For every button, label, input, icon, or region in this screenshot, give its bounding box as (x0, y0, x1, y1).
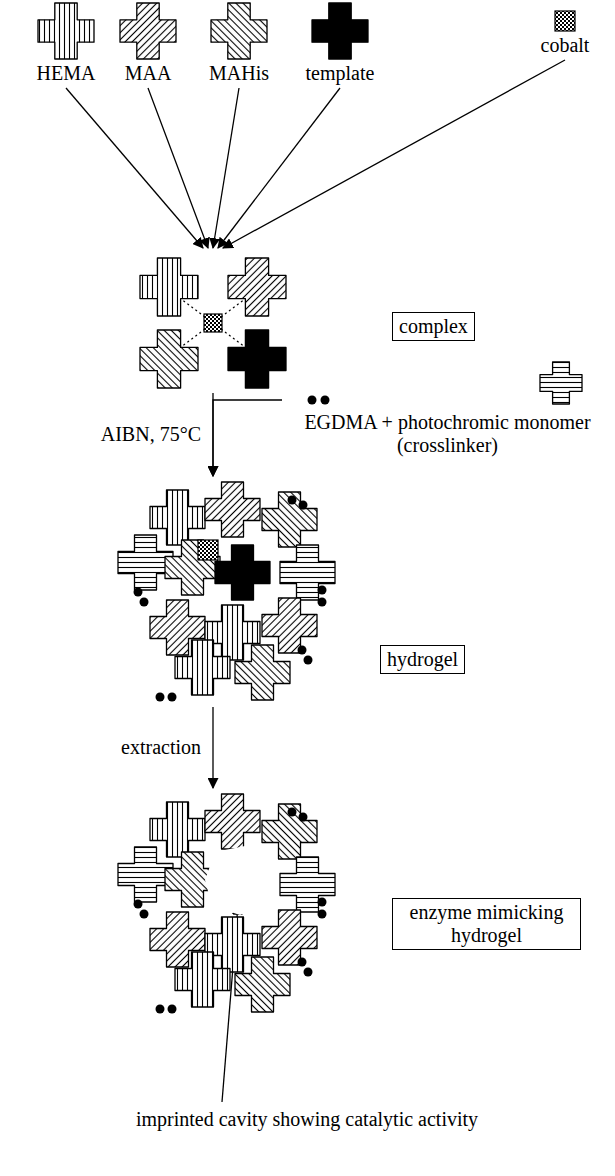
monomer-icon (311, 2, 369, 60)
crosslinker-dot (156, 1005, 165, 1014)
imprinted-cavity (205, 846, 272, 915)
stage-label-box: enzyme mimicking hydrogel (392, 898, 581, 950)
hema-unit (140, 258, 198, 316)
maa-unit (228, 258, 286, 316)
reaction-arrow (223, 60, 565, 248)
crosslinker-dot (298, 646, 307, 655)
reaction-arrow (66, 88, 203, 248)
maa-unit (205, 794, 260, 849)
stage-label-box: complex (392, 312, 475, 341)
cobalt-ion (204, 314, 222, 332)
hema-unit (150, 802, 205, 857)
hema-unit (175, 640, 230, 695)
monomer-icon (554, 10, 576, 32)
callout-label: imprinted cavity showing catalytic activ… (134, 1108, 480, 1131)
crosslinker-dot (134, 588, 143, 597)
crosslinker-dot (308, 396, 317, 405)
maa-unit (120, 3, 176, 59)
cobalt-node: cobalt (525, 0, 605, 57)
crosslinker-dot (288, 496, 297, 505)
crosslinker-dot (134, 900, 143, 909)
crosslinker-dot (168, 693, 177, 702)
cobalt-ion (555, 11, 575, 31)
reaction-arrow (213, 400, 282, 476)
reaction-arrow (218, 88, 340, 248)
monomer-node: MAA (112, 0, 184, 85)
reaction-arrow (213, 88, 239, 248)
crosslinker-dot (318, 898, 327, 907)
template-unit (215, 545, 270, 600)
crosslinker-dot (299, 501, 308, 510)
crosslinker-dot (318, 586, 327, 595)
reaction-arrow (148, 88, 208, 248)
hema-unit (38, 3, 94, 59)
stage-label: hydrogel (387, 648, 458, 671)
template-unit (312, 3, 368, 59)
monomer-label: MAHis (198, 62, 280, 85)
maa-unit (205, 482, 260, 537)
hema-unit (175, 952, 230, 1007)
monomer-icon (210, 2, 268, 60)
mahis-unit (235, 957, 290, 1012)
mahis-unit (262, 804, 317, 859)
crosslinker-dot (299, 813, 308, 822)
crosslinker-dot (304, 656, 313, 665)
stage-label: complex (399, 315, 468, 338)
crosslinker-node: EGDMA + photochromic monomer (crosslinke… (285, 365, 610, 457)
crosslinker-unit (280, 545, 335, 600)
monomer-label: cobalt (525, 34, 605, 57)
monomer-label: template (292, 62, 388, 85)
reaction-arrow (212, 707, 213, 788)
crosslinker-dot (321, 396, 330, 405)
crosslinker-dot (304, 968, 313, 977)
crosslinker-dot (168, 1005, 177, 1014)
crosslinker-dot (156, 693, 165, 702)
mahis-unit (211, 3, 267, 59)
crosslinker-unit (280, 857, 335, 912)
crosslinker-dot (318, 910, 327, 919)
monomer-label: HEMA (28, 62, 104, 85)
enzyme-hydrogel-node: enzyme mimicking hydrogel (110, 790, 590, 1018)
crosslinker-dot (288, 808, 297, 817)
monomer-node: HEMA (28, 0, 104, 85)
monomer-node: MAHis (198, 0, 280, 85)
mahis-unit (262, 492, 317, 547)
stage-label-box: hydrogel (380, 645, 465, 674)
mahis-unit (165, 540, 220, 595)
edge-label: extraction (119, 736, 203, 759)
complex-node: complex (130, 250, 479, 390)
mahis-unit (140, 330, 198, 388)
monomer-icon (37, 2, 95, 60)
crosslinker-unit (540, 362, 582, 404)
monomer-icon (119, 2, 177, 60)
crosslinker-dot (140, 910, 149, 919)
hydrogel-node: hydrogel (110, 478, 570, 704)
crosslinker-dot (298, 958, 307, 967)
hema-unit (150, 490, 205, 545)
crosslinker-dot (140, 598, 149, 607)
template-node: template (292, 0, 388, 85)
edge-label: AIBN, 75°C (99, 423, 203, 446)
mahis-unit (235, 645, 290, 700)
crosslinker-dot (318, 598, 327, 607)
template-unit (228, 330, 286, 388)
monomer-label: MAA (112, 62, 184, 85)
crosslinker-label: EGDMA + photochromic monomer (crosslinke… (285, 411, 610, 457)
cobalt-ion (198, 540, 218, 560)
stage-label: enzyme mimicking hydrogel (399, 901, 574, 947)
